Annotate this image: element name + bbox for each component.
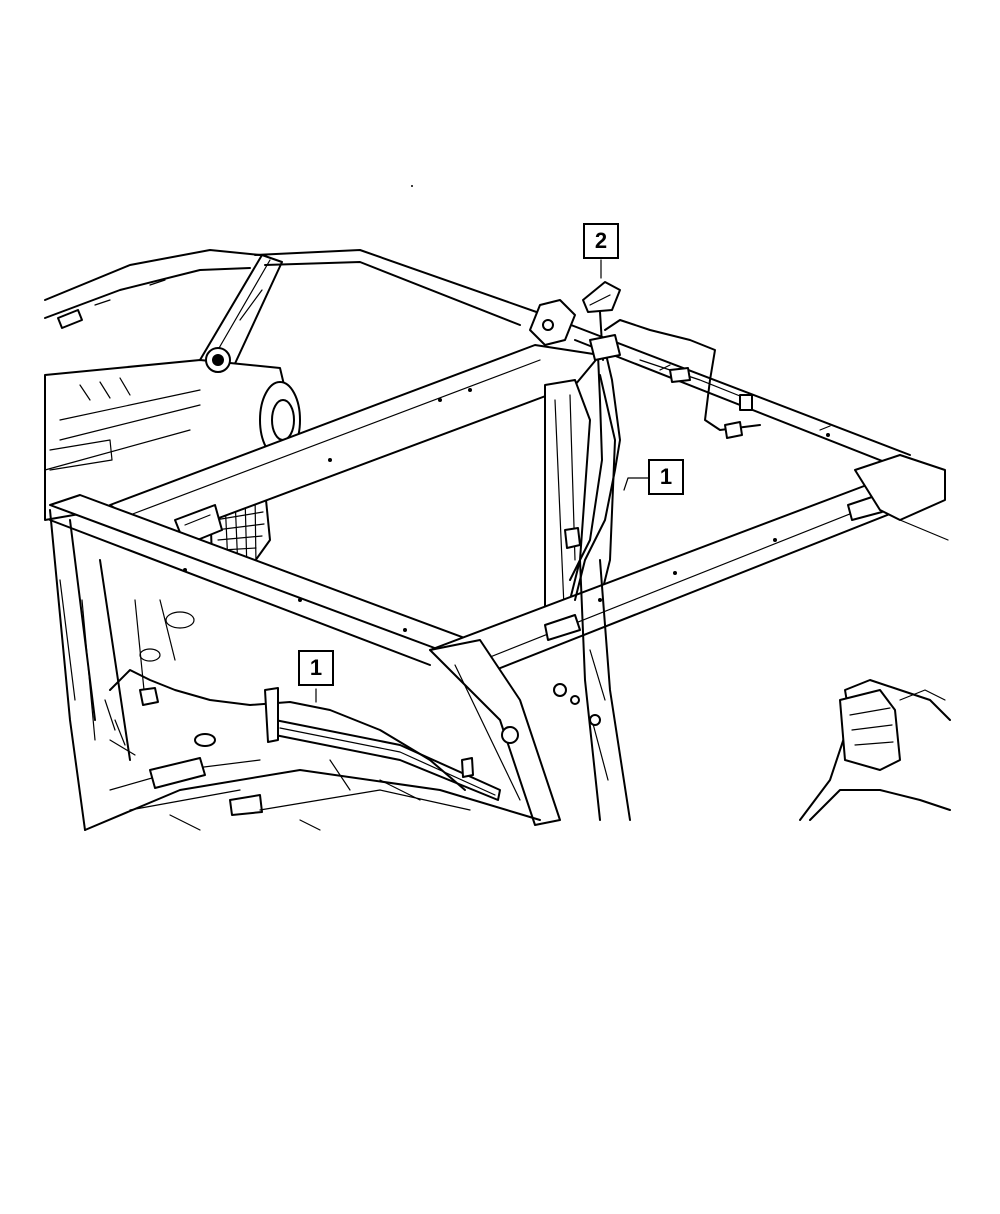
callout-1-right-label: 1	[659, 464, 673, 489]
left-door-opening	[49, 509, 195, 831]
callout-leaders	[315, 259, 649, 703]
callout-1-lower-label: 1	[309, 655, 323, 680]
rear-fender-right	[799, 679, 951, 821]
right-door-opening	[553, 559, 631, 821]
stray-mark	[411, 185, 413, 187]
windshield-frame	[44, 249, 261, 329]
right-lateral-bar	[429, 454, 949, 681]
rear-pillar	[429, 639, 561, 826]
callout-2-label: 2	[594, 228, 608, 253]
callout-2: 2	[583, 223, 619, 259]
antenna-module	[529, 281, 621, 361]
callout-1-right: 1	[648, 459, 684, 495]
callout-1-lower: 1	[298, 650, 334, 686]
a-pillar-left	[199, 254, 283, 371]
floor-pan	[84, 719, 541, 831]
wiring-harness	[104, 319, 761, 791]
